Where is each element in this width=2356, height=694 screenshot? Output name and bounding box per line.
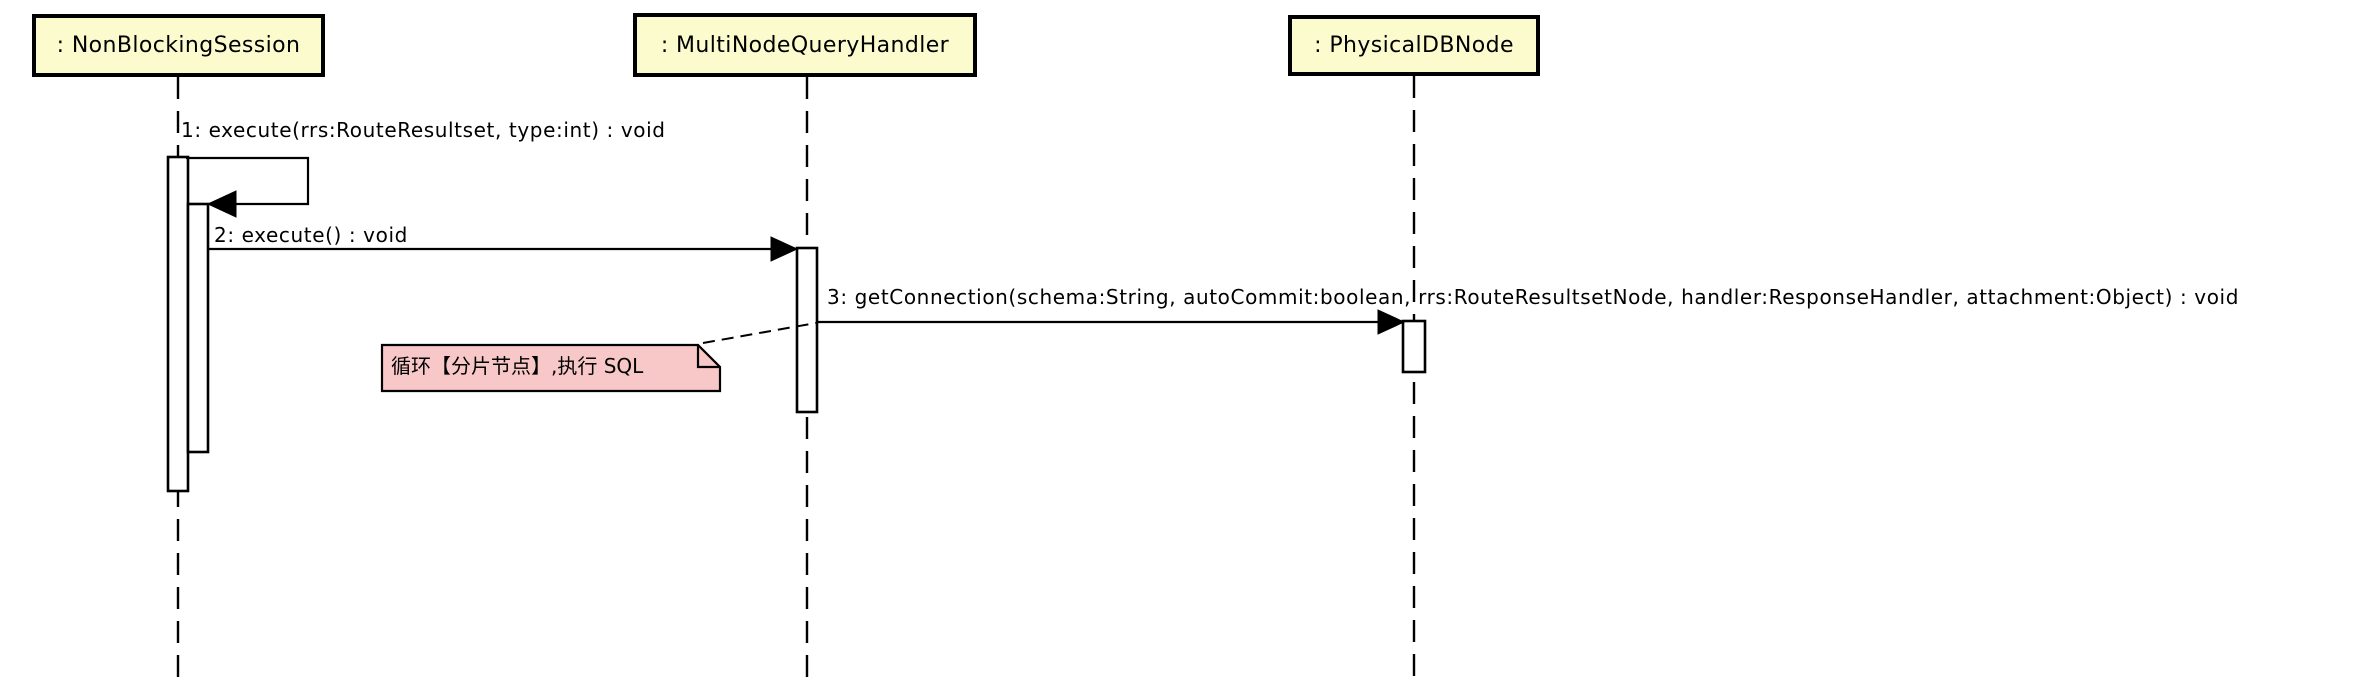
message-2-arrowhead-icon (770, 236, 799, 262)
lifeline-head-label: : PhysicalDBNode (1314, 33, 1514, 58)
lifeline-head-label: : NonBlockingSession (56, 33, 301, 58)
activation-nonblockingsession-outer (166, 155, 190, 493)
activation-multinodequeryhandler (795, 246, 819, 414)
lifeline-head-physicaldbnode: : PhysicalDBNode (1288, 15, 1540, 76)
lifeline-head-nonblockingsession: : NonBlockingSession (32, 14, 325, 77)
message-2-label: 2: execute() : void (214, 223, 408, 247)
message-1-self-line (186, 156, 310, 206)
lifeline-head-label: : MultiNodeQueryHandler (660, 32, 950, 58)
lifeline-head-multinodequeryhandler: : MultiNodeQueryHandler (633, 13, 977, 77)
activation-nonblockingsession-inner (186, 202, 210, 454)
note-anchor-line (702, 322, 817, 344)
message-3-arrowhead-icon (1377, 309, 1406, 335)
note-text: 循环【分片节点】,执行 SQL (391, 354, 644, 378)
note-folded-corner-icon (696, 345, 720, 369)
message-1-label: 1: execute(rrs:RouteResultset, type:int)… (181, 118, 666, 142)
message-1-arrowhead-icon (206, 190, 237, 218)
activation-physicaldbnode (1401, 319, 1427, 374)
note-body (380, 343, 722, 393)
message-3-label: 3: getConnection(schema:String, autoComm… (827, 285, 2239, 309)
